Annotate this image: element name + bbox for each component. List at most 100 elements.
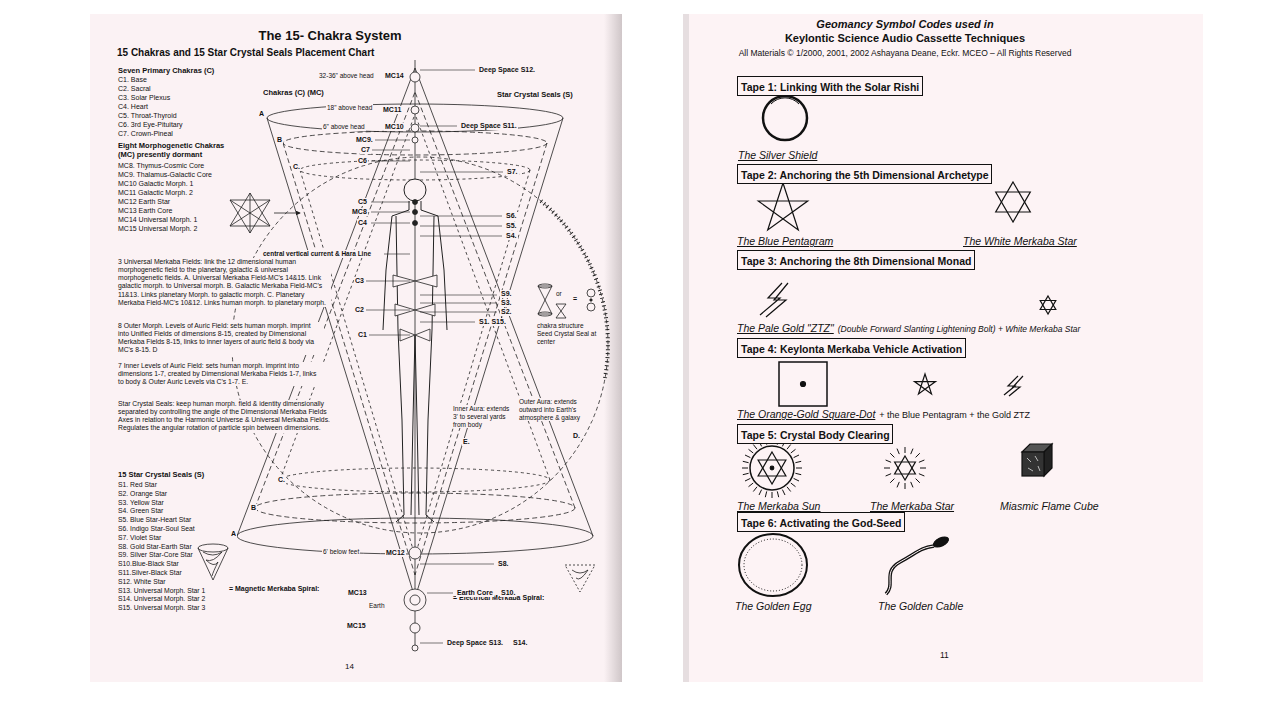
geomancy-symbols-part xyxy=(1040,301,1056,315)
chart-note: S8. Gold Star-Earth Star xyxy=(117,543,193,551)
symbol-caption: Miasmic Flame Cube xyxy=(1000,500,1099,513)
figure-label: 18" above head xyxy=(326,104,373,112)
page-heading: Geomancy Symbol Codes used in xyxy=(816,18,993,31)
chart-note: S14. Universal Morph. Star 2 xyxy=(117,595,206,603)
sun-ray xyxy=(916,453,920,457)
sun-ray xyxy=(777,491,778,497)
chakra-figure-part xyxy=(415,118,563,598)
chart-note: MC8. Thymus-Cosmic Core xyxy=(117,162,205,170)
figure-label: 6' below feet xyxy=(322,548,360,556)
figure-label: MC8 xyxy=(351,208,368,216)
chart-note: 15 Star Crystal Seals (S) xyxy=(117,470,205,479)
figure-label: S14. xyxy=(512,639,528,647)
sun-ray xyxy=(765,491,766,497)
leader-lines-part xyxy=(366,140,410,335)
symbol-caption: + the Blue Pentagram + the Gold ZTZ xyxy=(879,410,1030,421)
figure-label: Deep Space S11. xyxy=(460,122,518,130)
sun-ray xyxy=(745,478,750,481)
sun-ray xyxy=(743,473,749,474)
figure-label: S9. xyxy=(500,290,513,298)
spiral-icons-part xyxy=(203,552,222,576)
symbol-caption: The Merkaba Star xyxy=(870,500,954,513)
chart-note: C6. 3rd Eye-Pituitary xyxy=(117,121,184,129)
chakra-figure-part xyxy=(413,210,418,215)
sun-ray xyxy=(794,478,799,481)
chakra-figure-part xyxy=(383,201,447,522)
sun-ray xyxy=(753,445,757,450)
leader-lines-part xyxy=(384,70,475,643)
figure-label: or xyxy=(555,290,563,298)
figure-label: S10. xyxy=(500,589,516,597)
sun-ray xyxy=(796,468,802,469)
sun-ray xyxy=(787,445,791,450)
chakra-figure-part xyxy=(415,114,550,480)
chart-note: MC14 Universal Morph. 1 xyxy=(117,216,198,224)
figure-label: chakra structure Seed Crystal Seal at ce… xyxy=(536,322,600,345)
figure-label: MC9. xyxy=(355,136,374,144)
book-pages-part xyxy=(683,14,689,682)
figure-label: 32-36" above head xyxy=(318,72,375,80)
sun-ray xyxy=(743,461,749,462)
figure-label: C6 xyxy=(357,157,368,165)
star-tetrahedron-part xyxy=(230,193,270,233)
geomancy-symbols-part xyxy=(886,546,934,594)
tape-title: Tape 6: Activating the God-Seed xyxy=(741,517,901,529)
chart-note: S13. Universal Morph. Star 1 xyxy=(117,587,206,595)
symbol-caption: The Pale Gold "ZTZ" xyxy=(737,322,834,335)
figure-label: 6" above head xyxy=(322,123,366,131)
figure-label: D. xyxy=(572,432,581,440)
geomancy-symbols-part xyxy=(932,535,950,549)
geomancy-symbols-part xyxy=(996,192,1031,222)
geomancy-symbols-part xyxy=(739,534,807,596)
chart-note: S2. Orange Star xyxy=(117,490,168,498)
symbol-caption: (Double Forward Slanting Lightening Bolt… xyxy=(838,324,1081,334)
chakra-figure-part xyxy=(412,645,418,651)
geomancy-symbols-part xyxy=(760,283,788,317)
figure-label: S8. xyxy=(497,560,510,568)
chakra-structure-icon-part xyxy=(556,304,566,318)
geomancy-symbols-part xyxy=(771,98,799,104)
tape-box: Tape 6: Activating the God-Seed xyxy=(737,512,905,532)
chart-note: 7 Inner Levels of Auric Field: sets huma… xyxy=(117,362,324,386)
geomancy-symbols-part xyxy=(1027,456,1040,471)
figure-label: MC11 xyxy=(382,106,402,114)
symbol-caption: The Silver Shield xyxy=(738,149,817,162)
figure-label: S7. xyxy=(506,168,519,176)
leader-lines xyxy=(366,70,503,643)
figure-label: S6. xyxy=(505,212,518,220)
sun-ray xyxy=(795,473,801,474)
geomancy-symbols-part xyxy=(996,182,1031,212)
chakra-figure-part xyxy=(409,547,421,559)
chart-note: MC13 Earth Core xyxy=(117,207,173,215)
geomancy-symbols-part xyxy=(750,446,794,490)
chart-note: MC12 Earth Star xyxy=(117,198,171,206)
page-heading: Keylontic Science Audio Cassette Techniq… xyxy=(785,32,1025,45)
sun-ray xyxy=(742,468,748,469)
chakra-figure-part xyxy=(413,221,418,226)
geomancy-symbols-part xyxy=(915,374,936,394)
sun-ray xyxy=(916,479,920,483)
chakra-structure-icon-part xyxy=(587,289,595,297)
figure-label: B xyxy=(250,504,257,512)
chart-note: S6. Indigo Star-Soul Seat xyxy=(117,525,196,533)
chart-note: S7. Violet Star xyxy=(117,534,162,542)
chart-note: 15 Chakras and 15 Star Crystal Seals Pla… xyxy=(117,47,374,59)
chakra-figure-part xyxy=(267,104,563,132)
chart-note: MC10 Galactic Morph. 1 xyxy=(117,180,194,188)
chakra-structure-icon xyxy=(538,284,595,318)
chakra-structure-icon-part xyxy=(590,299,592,301)
geomancy-symbols-part xyxy=(801,382,806,387)
figure-label: = xyxy=(572,295,578,303)
geomancy-symbols-part xyxy=(1004,376,1023,396)
chart-note: S11.Silver-Black Star xyxy=(117,569,183,577)
chart-note: C3. Solar Plexus xyxy=(117,94,171,102)
sun-ray xyxy=(753,487,757,492)
leader-lines-part xyxy=(420,172,503,564)
figure-label: Outer Aura: extends outward into Earth's… xyxy=(518,398,592,421)
geomancy-symbols-part xyxy=(758,460,786,484)
book-pages xyxy=(90,14,1203,682)
tape-box: Tape 4: Keylonta Merkaba Vehicle Activat… xyxy=(737,338,966,358)
chakra-figure-part xyxy=(404,589,426,611)
page-title: The 15- Chakra System xyxy=(258,28,401,44)
chart-note: C1. Base xyxy=(117,76,148,84)
